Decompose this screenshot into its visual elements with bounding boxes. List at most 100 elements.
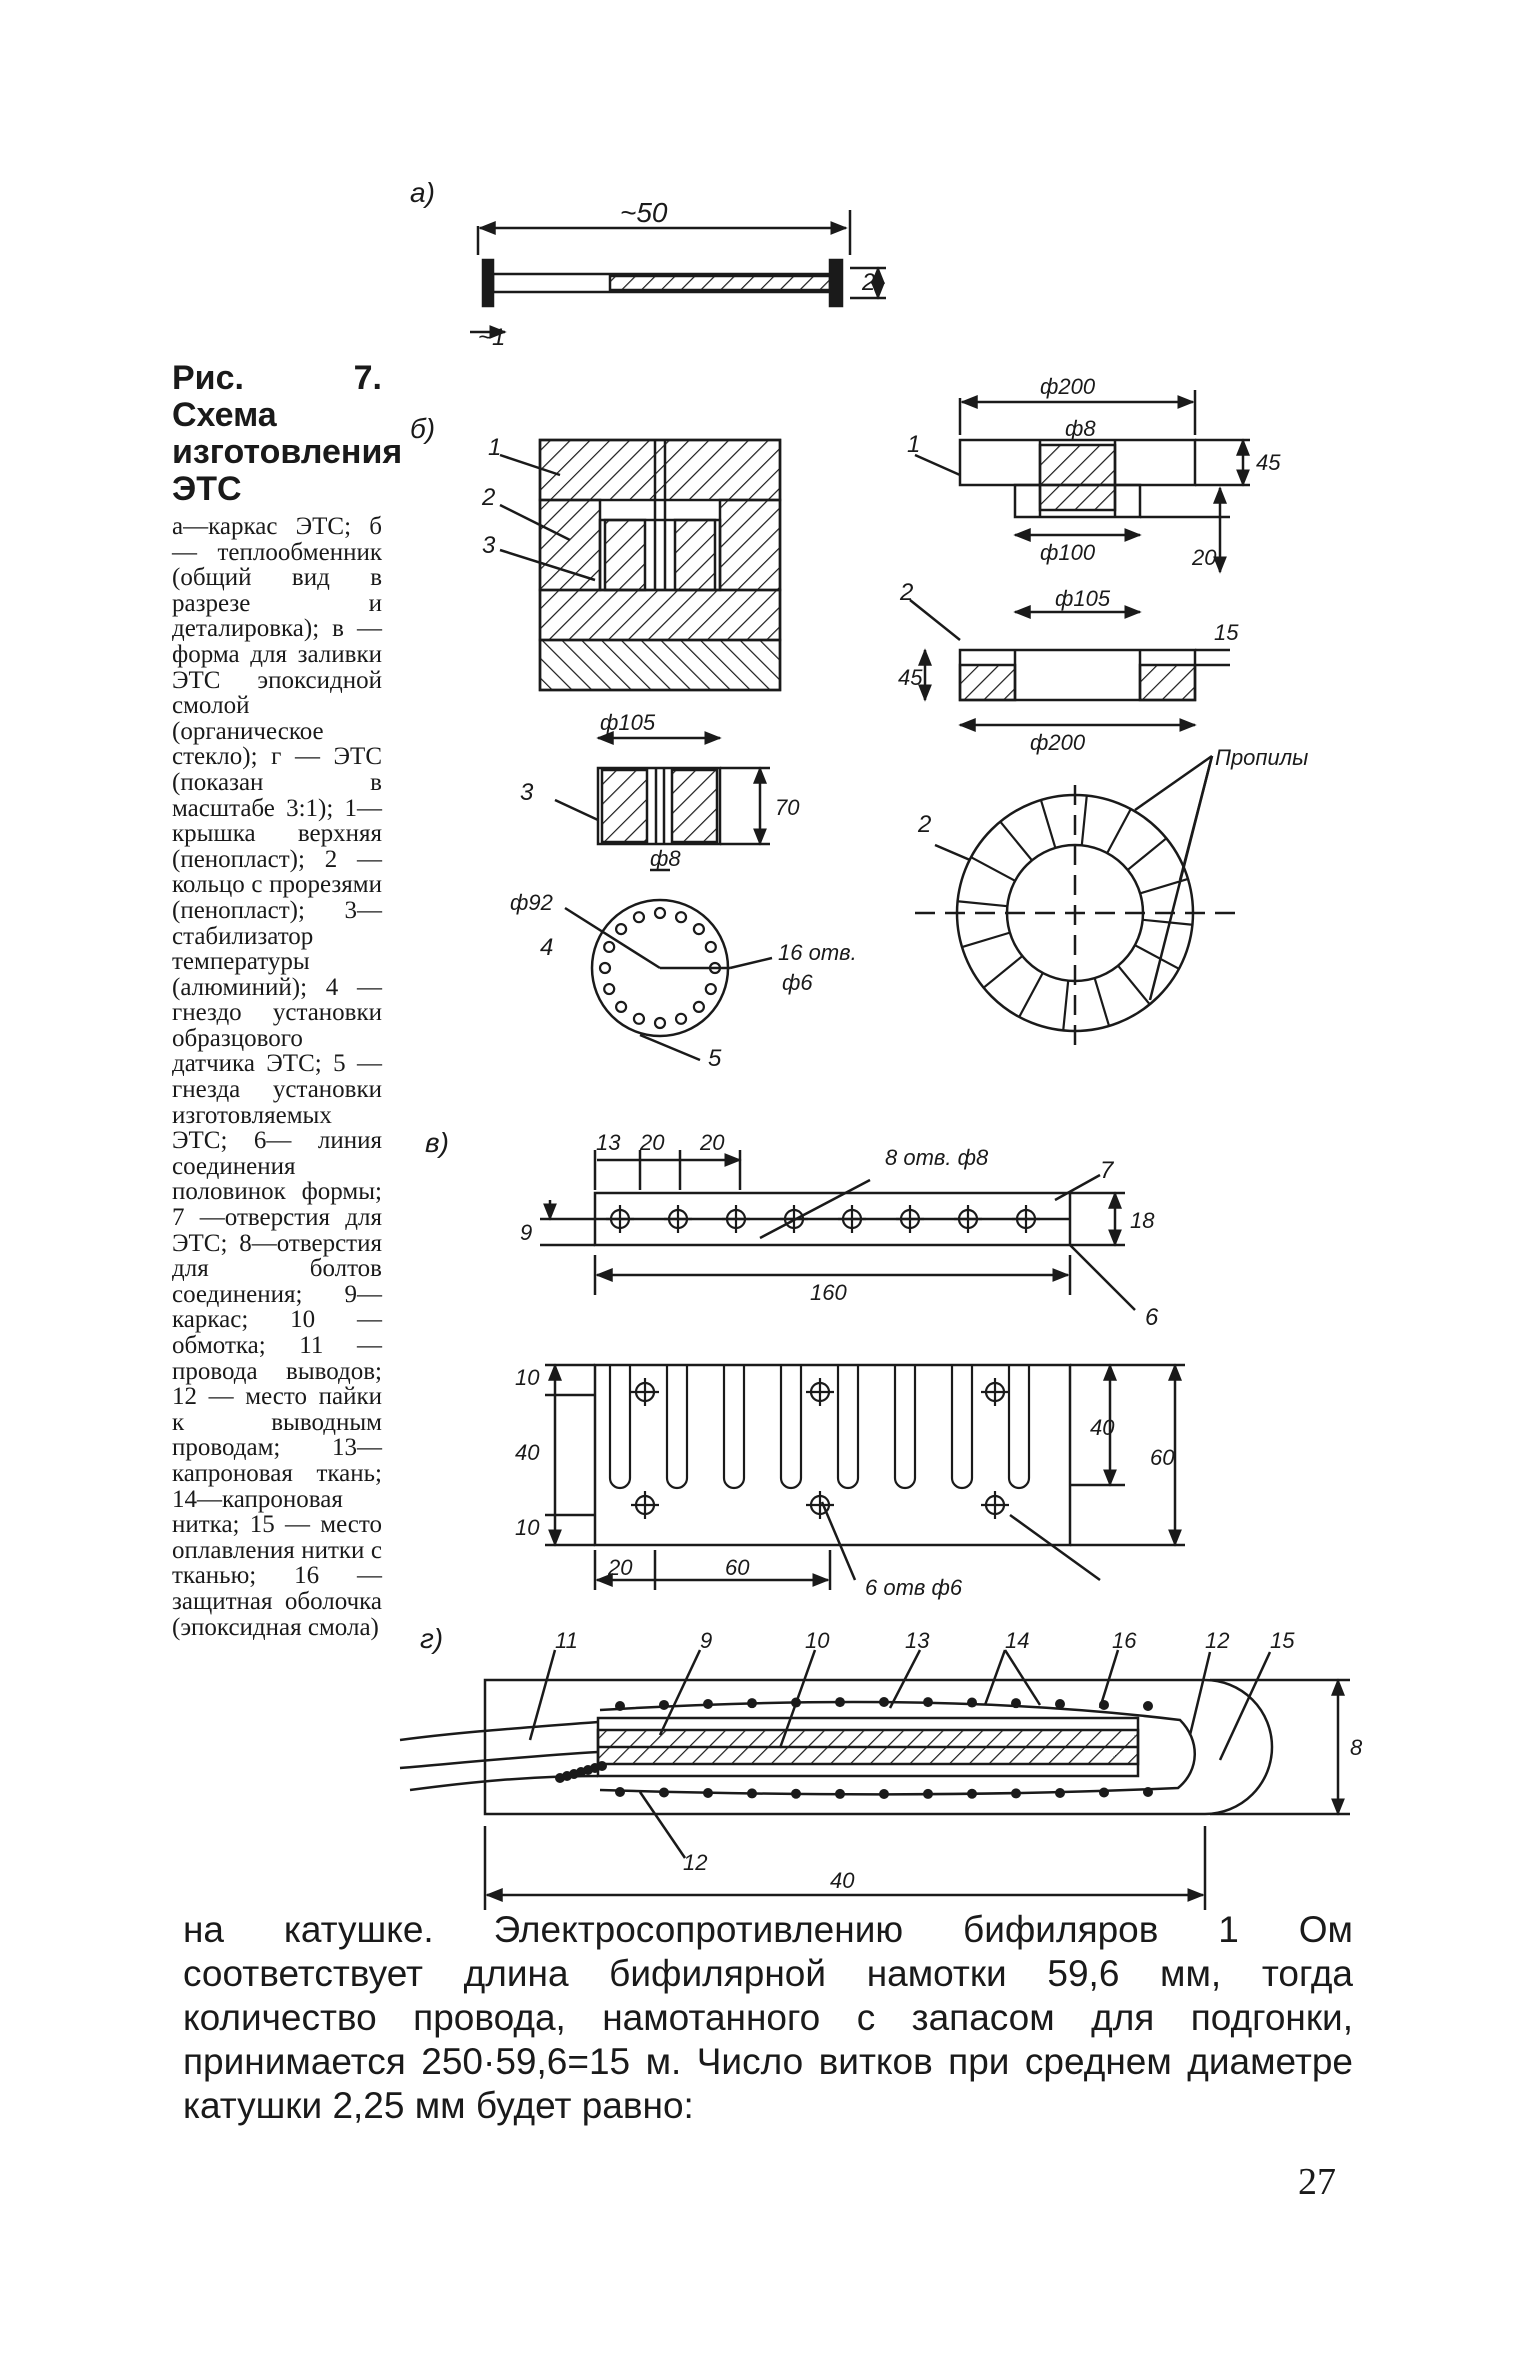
stitch-bead xyxy=(1055,1699,1065,1709)
callout-13: 13 xyxy=(905,1628,930,1653)
socket-hole xyxy=(692,923,705,936)
solder-bead xyxy=(597,1761,607,1771)
mold-d2: 20 xyxy=(639,1130,665,1155)
stitch-bead xyxy=(923,1788,933,1799)
mold-front-view xyxy=(545,1363,1185,1590)
mold-slot xyxy=(665,1365,689,1490)
callout-12: 12 xyxy=(683,1850,707,1875)
mold-slot xyxy=(950,1365,974,1490)
plate-dia: ф92 xyxy=(510,890,553,915)
socket-hole xyxy=(653,906,667,920)
stitch-bead xyxy=(659,1699,669,1710)
socket-holes xyxy=(598,906,722,1030)
callout-1: 1 xyxy=(488,434,501,461)
slots-label: Пропилы xyxy=(1215,745,1308,770)
ring-slot xyxy=(1062,980,1070,1031)
mold-bottom-holes-label: 6 отв ф6 xyxy=(865,1575,963,1600)
stitch-bead xyxy=(615,1787,625,1797)
socket-hole xyxy=(704,940,717,954)
ring-slot xyxy=(961,931,1011,949)
figure-title: Рис. 7. Схема изготовления ЭТС xyxy=(172,359,403,508)
ring-view-callout: 2 xyxy=(917,811,931,838)
plate-holes-count: 16 отв. xyxy=(778,940,857,965)
label-a: а) xyxy=(410,177,435,208)
stitch-bead xyxy=(1055,1788,1065,1798)
frame-drawing-a xyxy=(470,210,886,339)
dim-length: ~50 xyxy=(620,197,668,228)
lid-dia-boss: ф100 xyxy=(1040,540,1096,565)
callout-11: 11 xyxy=(555,1628,578,1653)
mold-slot xyxy=(779,1365,803,1490)
callout-9: 9 xyxy=(700,1628,712,1653)
callout-16: 16 xyxy=(1112,1628,1137,1653)
stitch-bead xyxy=(923,1697,933,1708)
stitch-bead xyxy=(1143,1787,1153,1797)
ring-slot xyxy=(1093,977,1111,1027)
slotted-ring-view xyxy=(915,754,1235,1050)
lid-dia-hole: ф8 xyxy=(1065,416,1096,441)
lid-detail xyxy=(914,390,1250,574)
ring-slot xyxy=(1126,837,1168,871)
label-v: в) xyxy=(425,1127,449,1158)
stitch-bead xyxy=(747,1788,757,1799)
mold-d1: 13 xyxy=(596,1130,621,1155)
mold-slot xyxy=(893,1365,917,1490)
callout-3: 3 xyxy=(482,532,496,559)
socket-hole xyxy=(615,923,628,936)
label-b: б) xyxy=(410,413,435,444)
callout-14: 14 xyxy=(1005,1628,1029,1653)
figure-caption: Рис. 7. Схема изготовления ЭТС а—каркас … xyxy=(172,359,403,1640)
socket-hole xyxy=(692,1000,705,1013)
heat-exchanger-section xyxy=(499,438,782,692)
callout-2: 2 xyxy=(481,484,495,511)
callout-12-top: 12 xyxy=(1205,1628,1229,1653)
sensor-beads xyxy=(555,1697,1153,1799)
socket-hole xyxy=(615,1000,628,1013)
mold-h40r: 40 xyxy=(1090,1415,1115,1440)
lid-h2: 20 xyxy=(1191,545,1217,570)
socket-hole xyxy=(704,982,717,996)
label-g: г) xyxy=(420,1623,443,1654)
callout-6: 6 xyxy=(1145,1304,1159,1331)
stitch-bead xyxy=(967,1697,977,1708)
body-paragraph: на катушке. Электросопротивлению бифиляр… xyxy=(183,1909,1353,2126)
stitch-bead xyxy=(1099,1699,1109,1710)
mold-slot xyxy=(608,1365,632,1490)
lid-h1: 45 xyxy=(1256,450,1281,475)
stitch-bead xyxy=(791,1697,801,1708)
callout-4: 4 xyxy=(540,934,553,961)
socket-hole xyxy=(632,911,646,924)
ring-h: 45 xyxy=(898,665,923,690)
ring-slot xyxy=(999,820,1033,862)
mold-slot xyxy=(836,1365,860,1490)
stab-h: 70 xyxy=(775,795,800,820)
ring-slot xyxy=(1134,944,1180,970)
ring-slot xyxy=(1106,808,1132,854)
stitch-bead xyxy=(615,1701,625,1711)
stitch-bead xyxy=(879,1697,889,1707)
mold-h10a: 10 xyxy=(515,1365,540,1390)
stitch-bead xyxy=(835,1697,845,1708)
stab-callout: 3 xyxy=(520,779,534,806)
dim-end: ~1 xyxy=(478,324,505,351)
callout-7: 7 xyxy=(1100,1157,1115,1184)
sensor-drawing xyxy=(399,1649,1350,1910)
mold-top-holes-label: 8 отв. ф8 xyxy=(885,1145,989,1170)
stitch-bead xyxy=(879,1789,889,1799)
socket-hole xyxy=(674,1012,688,1025)
callout-5: 5 xyxy=(708,1045,722,1072)
stab-dia: ф105 xyxy=(600,710,656,735)
ring-callout: 2 xyxy=(899,579,913,606)
mold-h10b: 10 xyxy=(515,1515,540,1540)
callout-15: 15 xyxy=(1270,1628,1295,1653)
stitch-bead xyxy=(703,1788,713,1798)
mold-w60: 60 xyxy=(725,1555,750,1580)
socket-hole xyxy=(603,940,616,954)
mold-h40: 40 xyxy=(515,1440,540,1465)
stab-hole: ф8 xyxy=(650,846,681,871)
stitch-bead xyxy=(1099,1787,1109,1798)
socket-hole xyxy=(632,1012,646,1025)
dim-dia: 2 xyxy=(861,269,875,296)
lid-callout: 1 xyxy=(907,431,920,458)
